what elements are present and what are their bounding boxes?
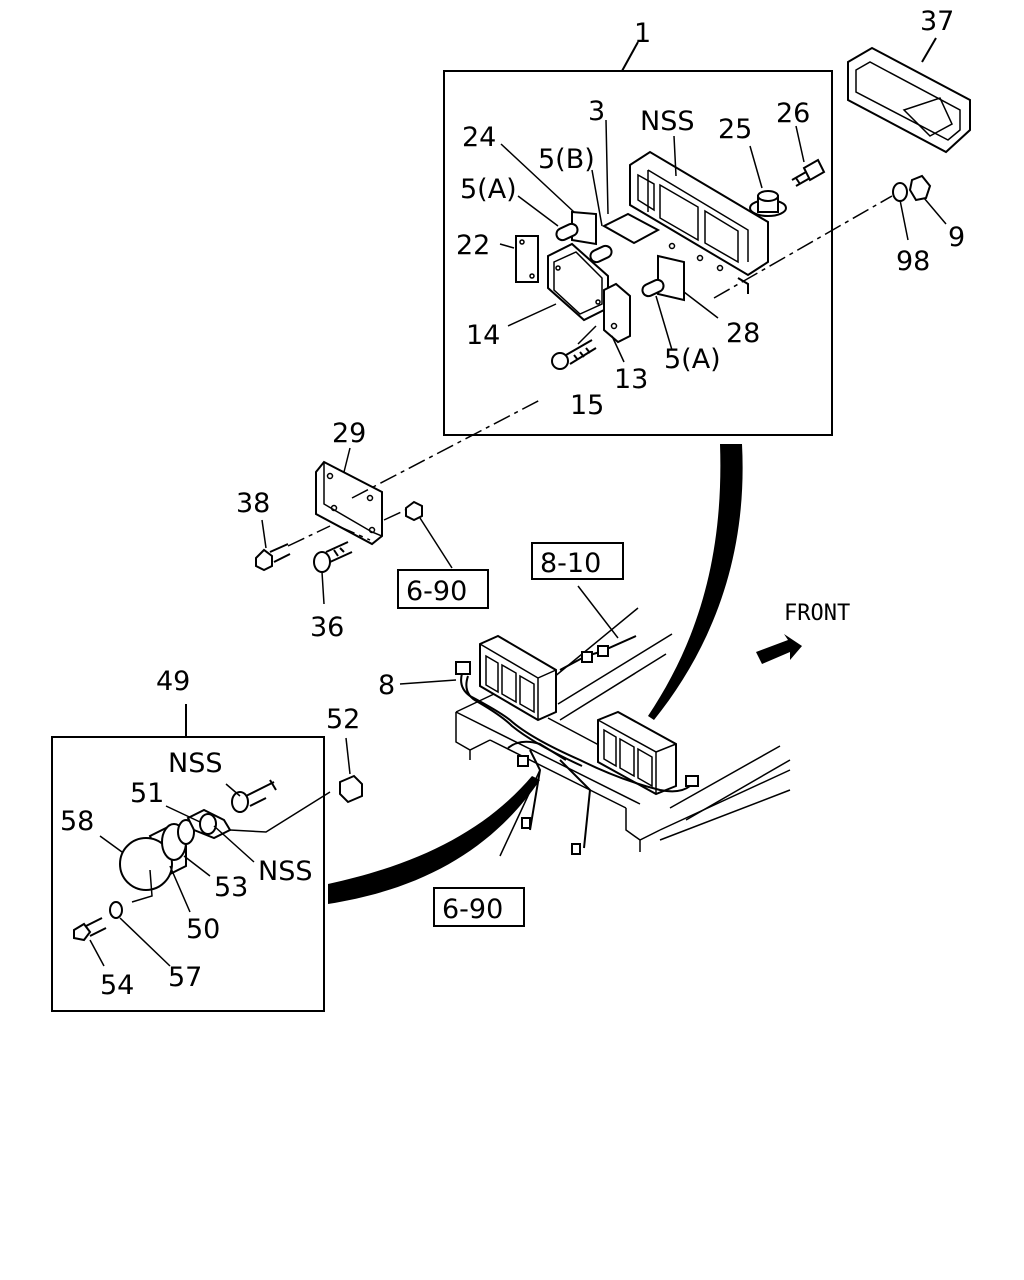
assembly-box-1 bbox=[443, 70, 833, 436]
label-24: 24 bbox=[462, 122, 496, 153]
label-9: 9 bbox=[948, 222, 965, 253]
label-25: 25 bbox=[718, 114, 752, 145]
socket-50-53 bbox=[161, 819, 195, 861]
label-26: 26 bbox=[776, 98, 810, 129]
label-57: 57 bbox=[168, 962, 202, 993]
assembly-box-49 bbox=[51, 736, 325, 1012]
ref-box-6-90-top[interactable] bbox=[397, 569, 489, 609]
ref-box-8-10[interactable] bbox=[531, 542, 624, 580]
label-nss-right: NSS bbox=[258, 856, 312, 887]
curved-arrow-bottom bbox=[328, 776, 540, 904]
front-arrow-icon bbox=[756, 634, 802, 664]
curved-arrow-top bbox=[648, 444, 743, 720]
gasket-28 bbox=[657, 254, 685, 302]
label-5a-right: 5(A) bbox=[664, 344, 721, 375]
label-52: 52 bbox=[326, 704, 360, 735]
connector-nss bbox=[231, 779, 277, 813]
part-37-drawing bbox=[847, 37, 971, 154]
label-15: 15 bbox=[570, 390, 604, 421]
label-54: 54 bbox=[100, 970, 134, 1001]
screw-26 bbox=[791, 158, 826, 187]
label-98: 98 bbox=[896, 246, 930, 277]
label-53: 53 bbox=[214, 872, 248, 903]
bulb-5b bbox=[589, 244, 613, 264]
ref-6-90-top[interactable]: 6-90 bbox=[406, 576, 467, 607]
label-28: 28 bbox=[726, 318, 760, 349]
label-5b: 5(B) bbox=[538, 144, 595, 175]
label-29: 29 bbox=[332, 418, 366, 449]
bulb-5a-left bbox=[555, 222, 579, 242]
grommet-25 bbox=[749, 190, 787, 217]
bulb-5a-right bbox=[641, 278, 665, 298]
lens-22 bbox=[515, 235, 539, 283]
washer-98-nut-9 bbox=[892, 174, 947, 241]
connector-52 bbox=[339, 737, 363, 804]
lamp-assembly-group bbox=[443, 41, 893, 436]
ref-box-6-90-bottom[interactable] bbox=[433, 887, 525, 927]
bulb-assembly-group bbox=[51, 704, 331, 1012]
label-13: 13 bbox=[614, 364, 648, 395]
label-nss-top: NSS bbox=[640, 106, 694, 137]
screw-15 bbox=[551, 339, 597, 370]
label-58: 58 bbox=[60, 806, 94, 837]
label-38: 38 bbox=[236, 488, 270, 519]
bracket-29-group bbox=[255, 399, 541, 605]
reflector-3 bbox=[601, 212, 661, 245]
ref-8-10[interactable]: 8-10 bbox=[540, 548, 601, 579]
label-36: 36 bbox=[310, 612, 344, 643]
label-front: FRONT bbox=[784, 601, 850, 626]
screw-54 bbox=[73, 917, 107, 942]
label-37: 37 bbox=[920, 6, 954, 37]
nut-6-90 bbox=[405, 500, 453, 569]
lens-13 bbox=[603, 282, 631, 344]
vehicle-frame-drawing bbox=[399, 585, 791, 857]
label-22: 22 bbox=[456, 230, 490, 261]
lamp-housing-drawing bbox=[629, 150, 769, 294]
label-51: 51 bbox=[130, 778, 164, 809]
ref-6-90-bottom[interactable]: 6-90 bbox=[442, 894, 503, 925]
label-50: 50 bbox=[186, 914, 220, 945]
washer-57 bbox=[109, 901, 123, 919]
label-3: 3 bbox=[588, 96, 605, 127]
bolt-38 bbox=[255, 519, 291, 572]
bolt-36 bbox=[313, 541, 353, 605]
label-nss-bulb: NSS bbox=[168, 748, 222, 779]
label-1: 1 bbox=[634, 18, 651, 49]
label-8: 8 bbox=[378, 670, 395, 701]
label-14: 14 bbox=[466, 320, 500, 351]
label-5a-left: 5(A) bbox=[460, 174, 517, 205]
label-49: 49 bbox=[156, 666, 190, 697]
